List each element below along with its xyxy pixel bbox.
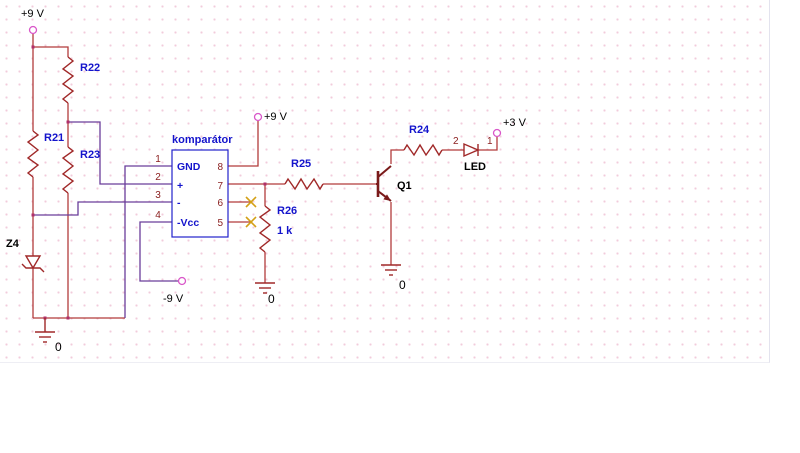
resistor-ref: R22 [80, 62, 100, 74]
junction-dot [66, 120, 70, 124]
led-triangle [463, 142, 480, 158]
transistor-q1[interactable]: Q1 [376, 165, 412, 202]
no-connect-pin6 [245, 196, 257, 208]
wire-top-branch[interactable] [33, 46, 69, 57]
comparator-left-pin: 1 [155, 154, 161, 165]
terminal-circle [253, 112, 263, 122]
x-mark-icon [245, 196, 257, 208]
ground-under-q1[interactable]: 0 [381, 264, 406, 292]
x-mark-icon [245, 216, 257, 228]
resistor-zigzag [284, 177, 324, 191]
comparator-row-label: GND [177, 161, 201, 173]
junction-dot [31, 45, 35, 49]
ground-net-label: 0 [268, 292, 275, 306]
transistor-ref: Q1 [397, 180, 412, 192]
terminal-circle [177, 276, 187, 286]
resistor-zigzag [61, 56, 75, 104]
junction-dot [31, 213, 35, 217]
resistor-zigzag [26, 130, 40, 178]
resistor-r23[interactable]: R23 [61, 146, 100, 194]
terminal-circle [492, 128, 502, 138]
resistor-r24[interactable]: R24 [403, 124, 443, 157]
led-ref: LED [464, 161, 486, 173]
wire-pin3-to-reference[interactable] [33, 201, 172, 216]
resistor-r25[interactable]: R25 [284, 158, 324, 191]
wires [32, 34, 498, 319]
resistor-zigzag [403, 143, 443, 157]
comparator-row-label: -Vcc [177, 217, 199, 229]
comparator-right-pin: 8 [217, 162, 223, 173]
led-supply-label: +3 V [503, 117, 527, 129]
ground-left[interactable]: 0 [35, 318, 62, 354]
ground-under-r26[interactable]: 0 [255, 282, 275, 306]
power-terminal-vee[interactable]: -9 V [163, 276, 187, 306]
resistor-r26[interactable]: R26 1 k [258, 205, 297, 253]
wire-led-to-supply[interactable] [478, 137, 498, 151]
grid-sheet [0, 0, 770, 363]
resistor-ref: R23 [80, 149, 100, 161]
wire-collector-to-r24[interactable] [390, 149, 404, 164]
terminal-circle [28, 25, 38, 35]
power-terminal-vcc-comparator[interactable]: +9 V [253, 111, 288, 123]
resistor-zigzag [61, 146, 75, 194]
collector-lead [377, 165, 392, 178]
comparator-right-pin: 5 [217, 218, 223, 229]
vcc-top-label: +9 V [21, 8, 45, 20]
led-diode[interactable]: LED 2 1 [453, 136, 493, 173]
power-terminal-vcc-top[interactable]: +9 V [21, 8, 45, 35]
wire-pin1-to-ground[interactable] [124, 165, 172, 318]
power-terminal-led-supply[interactable]: +3 V [492, 117, 527, 138]
emitter-arrow [383, 194, 391, 201]
junction-dot [263, 182, 267, 186]
junction-dot [66, 316, 70, 320]
resistor-ref: R26 [277, 205, 297, 217]
vee-label: -9 V [163, 293, 184, 305]
comparator-right-pin: 6 [217, 198, 223, 209]
resistor-ref: R21 [44, 132, 64, 144]
comparator-title: komparátor [172, 134, 233, 146]
resistor-value: 1 k [277, 225, 293, 237]
resistor-ref: R24 [409, 124, 430, 136]
resistor-r21[interactable]: R21 [26, 130, 64, 178]
zener-ref: Z4 [6, 238, 20, 250]
vcc-comparator-label: +9 V [264, 111, 288, 123]
wire-pin4-to-vee[interactable] [139, 221, 178, 282]
led-cathode-pin: 1 [487, 136, 493, 147]
comparator-block[interactable]: komparátor GND + - -Vcc 8 7 6 5 1 2 3 4 [155, 134, 233, 238]
comparator-left-pin: 2 [155, 172, 161, 183]
zener-cathode-bar [21, 263, 45, 273]
resistor-r22[interactable]: R22 [61, 56, 100, 104]
resistor-ref: R25 [291, 158, 311, 170]
wire-pin2-to-divider[interactable] [68, 121, 172, 185]
ground-net-label: 0 [55, 340, 62, 354]
wire-pin8-to-vcc[interactable] [228, 121, 259, 167]
comparator-left-pin: 4 [155, 210, 161, 221]
comparator-body [171, 149, 229, 238]
comparator-row-label: + [177, 180, 183, 192]
comparator-row-label: - [177, 197, 181, 209]
zener-diode-z4[interactable]: Z4 [6, 238, 45, 273]
comparator-left-pin: 3 [155, 190, 161, 201]
resistor-zigzag [258, 205, 272, 253]
no-connect-pin5 [245, 216, 257, 228]
comparator-right-pin: 7 [217, 181, 223, 192]
diode-triangle [24, 255, 42, 270]
ground-net-label: 0 [399, 278, 406, 292]
led-anode-pin: 2 [453, 136, 459, 147]
